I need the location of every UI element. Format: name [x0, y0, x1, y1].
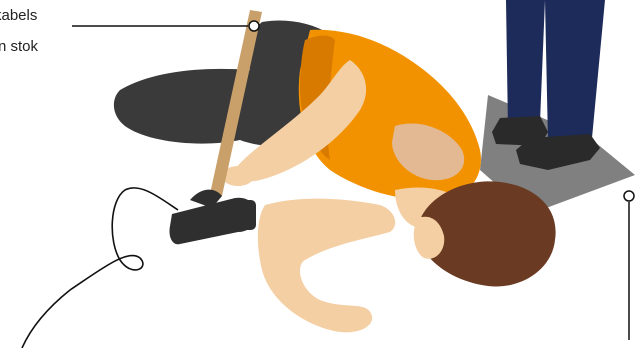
cable-icon [22, 188, 178, 348]
callout-label-cables: kabels [0, 5, 37, 27]
callout-leader-top [72, 21, 259, 31]
cable-handle-icon [169, 190, 256, 245]
callout-leader-right [624, 191, 634, 340]
callout-label-stick: n stok [0, 36, 38, 58]
bystander-legs-icon [492, 0, 605, 170]
